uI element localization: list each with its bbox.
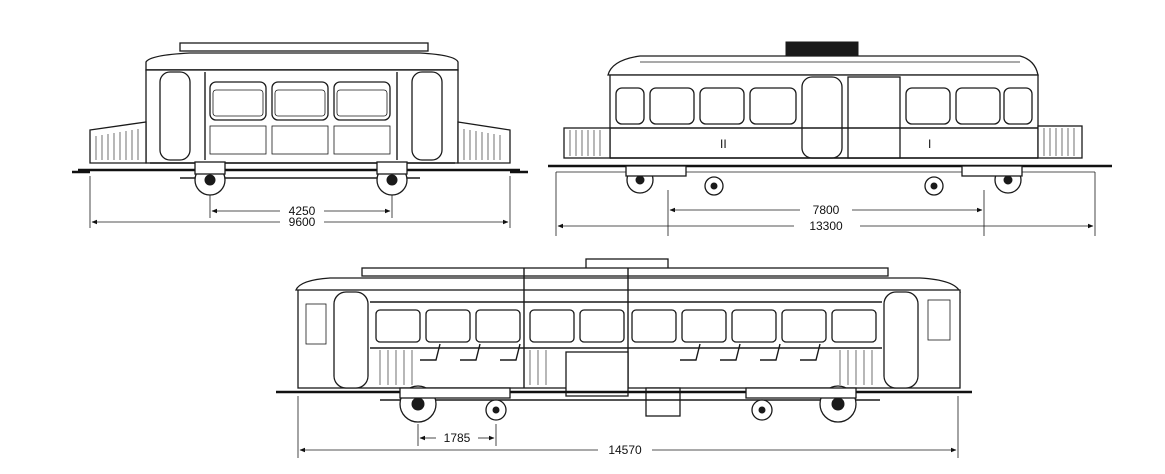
wheel-left: [194, 161, 226, 196]
bogie-left: [625, 165, 724, 196]
bogie-right: [745, 385, 857, 423]
end-door-right: [411, 71, 443, 161]
platform-left: [89, 121, 147, 164]
centre-door: [801, 76, 843, 159]
cab-window-left: [305, 303, 327, 345]
roof: [607, 55, 1039, 76]
dimension-overall: 13300: [555, 172, 1096, 236]
dim-label-bogie-wheelbase: 1785: [444, 431, 471, 445]
dimension-bogie-wheelbase: 1785: [417, 424, 497, 446]
dim-label-overall: 9600: [289, 215, 316, 229]
tram-1-drawing: 4250 9600: [72, 42, 528, 229]
dimension-bogie-centres: 7800: [667, 190, 985, 236]
window-row: [615, 87, 1033, 125]
seats: [420, 343, 821, 361]
wainscot: [370, 347, 882, 385]
tram-3-drawing: 1785 14570: [276, 258, 972, 458]
cab-window-right: [927, 299, 951, 341]
bogie-left: [399, 385, 511, 423]
bogie-right: [924, 165, 1023, 196]
end-door-right: [883, 291, 919, 389]
dim-label-overall: 14570: [608, 443, 642, 457]
dim-label-bogie-centres: 7800: [813, 203, 840, 217]
dimension-overall: 14570: [297, 396, 959, 458]
roof-lantern: [361, 267, 889, 277]
roof-lantern: [179, 42, 429, 52]
end-door-left: [333, 291, 369, 389]
wheel-right: [376, 161, 408, 196]
centre-vestibule: [847, 76, 901, 159]
motor-equipment: [565, 351, 629, 397]
platform-left: [563, 127, 611, 159]
window-row: [375, 309, 877, 343]
end-door-left: [159, 71, 191, 161]
dim-label-overall: 13300: [809, 219, 843, 233]
tram-2-drawing: II I: [548, 41, 1112, 236]
lower-panels: [204, 72, 398, 160]
dimension-overall: 9600: [89, 176, 511, 229]
platform-right: [457, 121, 511, 164]
class-mark-second: II: [720, 137, 727, 151]
platform-right: [1037, 125, 1083, 159]
roof: [145, 52, 459, 71]
dim-label-wheelbase: 4250: [289, 204, 316, 218]
dimension-wheelbase: 4250: [209, 195, 393, 218]
window-row: [209, 81, 391, 121]
class-mark-first: I: [928, 137, 931, 151]
